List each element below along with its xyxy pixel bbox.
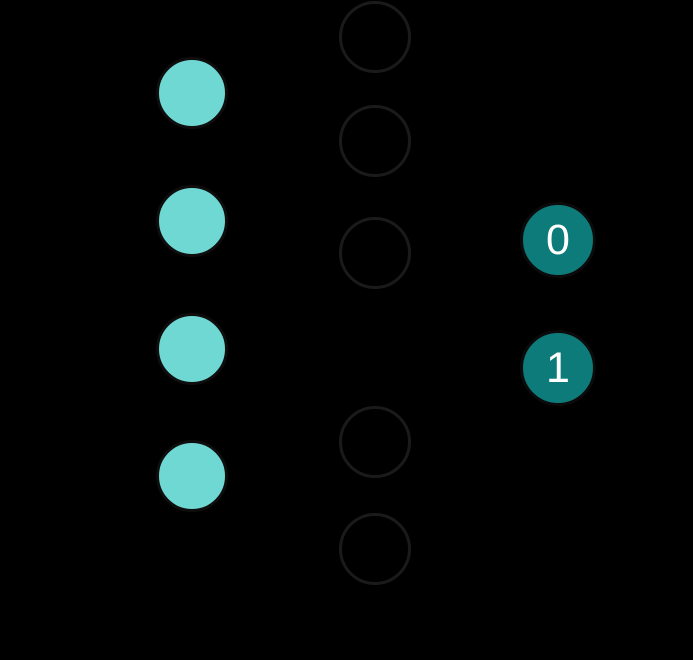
input-node (156, 313, 228, 385)
hidden-node (339, 1, 411, 73)
input-node (156, 440, 228, 512)
input-node (156, 57, 228, 129)
hidden-node (339, 406, 411, 478)
output-node-label: 0 (546, 215, 570, 264)
output-node-label: 1 (546, 343, 570, 392)
input-node (156, 185, 228, 257)
hidden-node (339, 513, 411, 585)
output-node: 0 (520, 202, 596, 278)
hidden-node (339, 105, 411, 177)
hidden-node (339, 217, 411, 289)
output-node: 1 (520, 330, 596, 406)
